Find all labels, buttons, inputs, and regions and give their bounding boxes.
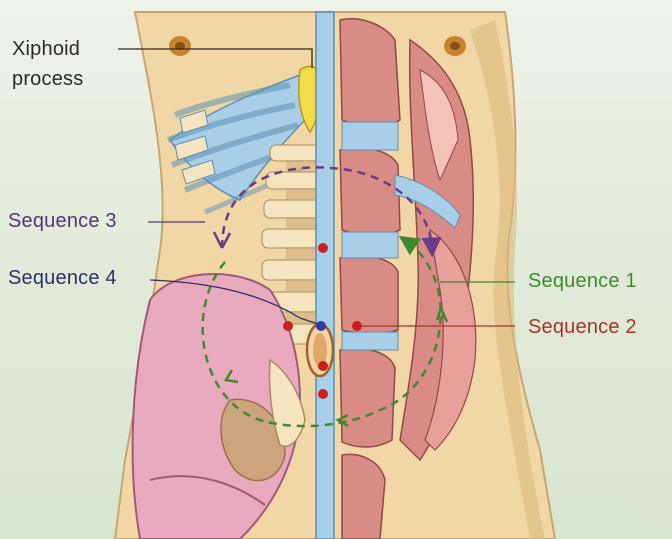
point-marker-icon <box>352 321 362 331</box>
sequence-3-label: Sequence 3 <box>8 210 117 233</box>
point-marker-icon <box>318 243 328 253</box>
sequence-4-point <box>316 321 326 331</box>
nipple-icon <box>444 36 466 56</box>
nipple-icon <box>169 36 191 56</box>
sequence-4-label: Sequence 4 <box>8 267 117 290</box>
midline-fascia <box>316 12 334 539</box>
sequence-2-label: Sequence 2 <box>528 316 637 339</box>
xiphoid-label-line1: Xiphoid <box>12 38 80 61</box>
xiphoid-label-line2: process <box>12 68 83 91</box>
sequence-1-label: Sequence 1 <box>528 270 637 293</box>
point-marker-icon <box>283 321 293 331</box>
point-marker-icon <box>318 389 328 399</box>
point-marker-icon <box>318 361 328 371</box>
